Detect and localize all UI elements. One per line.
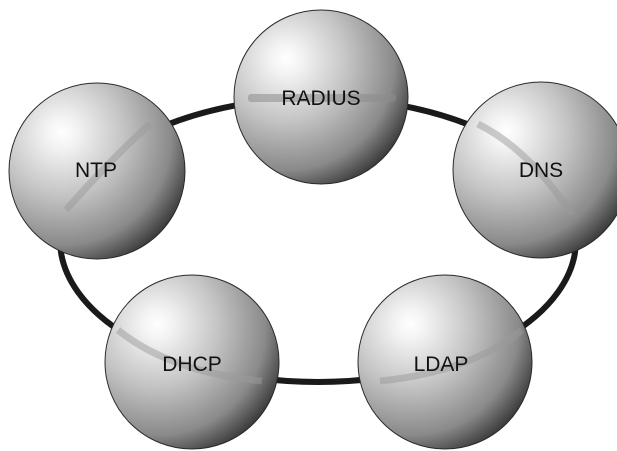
ntp-ring-segment bbox=[63, 121, 153, 213]
dhcp-sphere bbox=[104, 274, 280, 450]
dhcp-label: DHCP bbox=[162, 353, 222, 376]
node-ntp[interactable]: NTP bbox=[8, 82, 186, 260]
node-ldap[interactable]: LDAP bbox=[357, 274, 533, 450]
node-dhcp[interactable]: DHCP bbox=[104, 274, 280, 450]
node-dns[interactable]: DNS bbox=[452, 81, 617, 259]
radius-ring-segment bbox=[248, 94, 396, 102]
dns-label: DNS bbox=[519, 159, 563, 182]
dhcp-ring-segment bbox=[115, 327, 263, 385]
radius-label: RADIUS bbox=[281, 87, 360, 110]
ntp-label: NTP bbox=[75, 159, 117, 182]
node-radius[interactable]: RADIUS bbox=[233, 9, 409, 185]
ldap-sphere bbox=[357, 274, 533, 450]
dns-ring-segment bbox=[476, 120, 575, 217]
ldap-label: LDAP bbox=[414, 353, 469, 376]
ldap-ring-segment bbox=[379, 327, 525, 385]
